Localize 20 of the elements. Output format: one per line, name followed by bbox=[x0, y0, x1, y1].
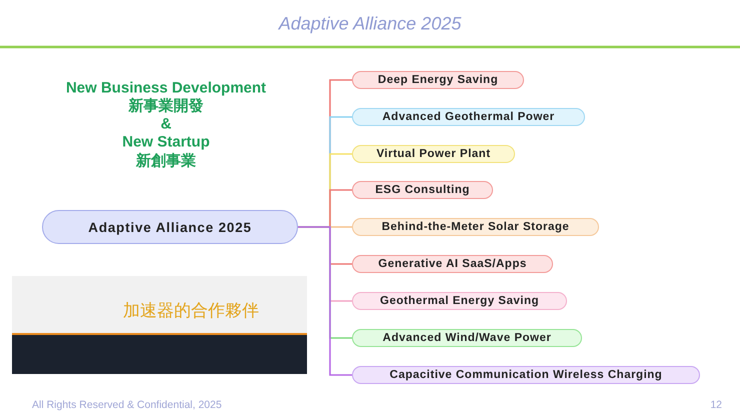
topic-box: Virtual Power Plant bbox=[352, 145, 515, 163]
topic-box: Advanced Wind/Wave Power bbox=[352, 329, 582, 347]
heading-text: New Business Development bbox=[66, 79, 266, 97]
topic-box: Geothermal Energy Saving bbox=[352, 292, 567, 310]
topic-box: Advanced Geothermal Power bbox=[352, 108, 585, 126]
heading-text: & bbox=[160, 115, 172, 133]
central-topic-box: Adaptive Alliance 2025 bbox=[42, 210, 298, 244]
page-number: 12 bbox=[710, 398, 722, 412]
topic-box: Capacitive Communication Wireless Charging bbox=[352, 366, 700, 384]
topic-box: ESG Consulting bbox=[352, 181, 493, 199]
topic-box: Generative AI SaaS/Apps bbox=[352, 255, 553, 273]
heading-text: 新事業開發 bbox=[128, 97, 204, 115]
slide-title: Adaptive Alliance 2025 bbox=[278, 14, 462, 34]
topic-box: Behind-the-Meter Solar Storage bbox=[352, 218, 599, 236]
banner-heading: 加速器的合作夥伴 bbox=[123, 301, 259, 321]
topic-box: Deep Energy Saving bbox=[352, 71, 524, 89]
heading-text: 新創事業 bbox=[136, 152, 196, 170]
heading-text: New Startup bbox=[122, 133, 210, 151]
footer-text: All Rights Reserved & Confidential, 2025 bbox=[32, 398, 222, 412]
connector-line bbox=[298, 226, 352, 376]
